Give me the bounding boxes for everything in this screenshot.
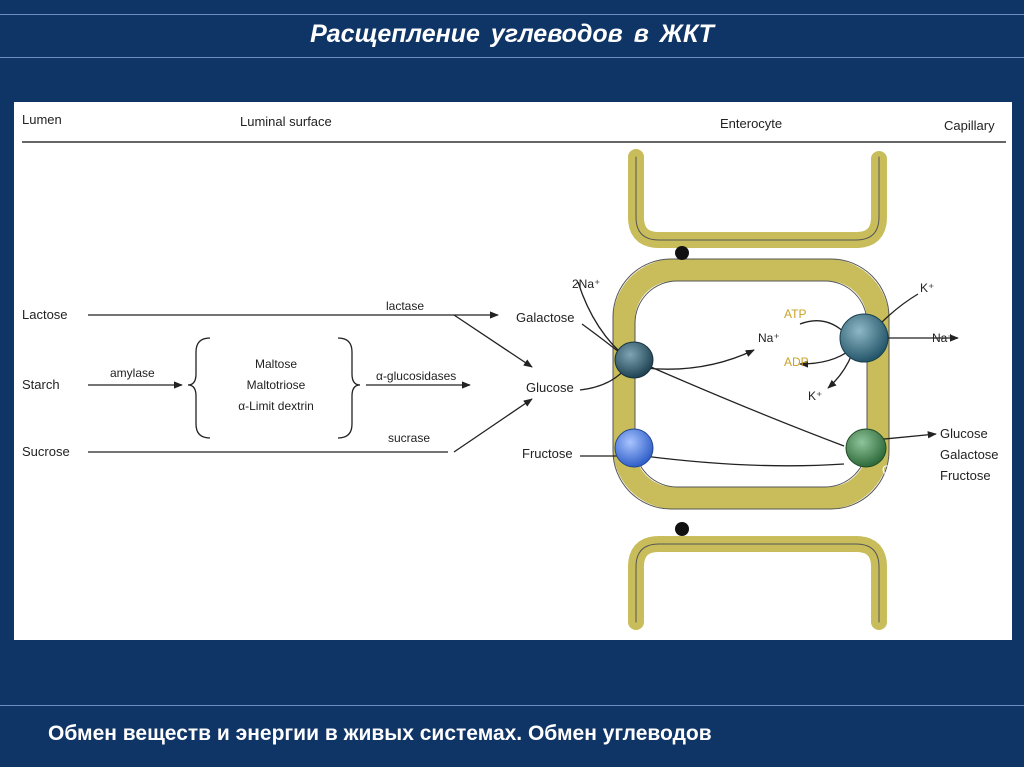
ion-2na: 2Na⁺: [572, 277, 600, 291]
ion-na-out: Na⁺: [932, 331, 954, 345]
adp-label: ADP: [784, 355, 809, 369]
substrate-starch: Starch: [22, 377, 60, 392]
transporter-sglt1-label: SGLT1: [660, 339, 697, 353]
transporter-glut5-label: GLUT5: [660, 431, 699, 445]
slide-title: Расщепление углеводов в ЖКТ: [310, 20, 714, 48]
title-bar: Расщепление углеводов в ЖКТ: [0, 14, 1024, 58]
output-glucose: Glucose: [940, 426, 988, 441]
digestion-diagram: Lumen Luminal surface Enterocyte Capilla…: [22, 112, 1006, 630]
product-fructose: Fructose: [522, 446, 573, 461]
header-lumen: Lumen: [22, 112, 62, 127]
output-fructose: Fructose: [940, 468, 991, 483]
tight-junction-bottom: [675, 522, 689, 536]
reaction-arrows: [88, 311, 533, 453]
intermediate-maltose: Maltose: [255, 357, 297, 371]
substrate-lactose: Lactose: [22, 307, 68, 322]
transporter-glut2-label: GLUT2: [882, 463, 921, 477]
atp-label: ATP: [784, 307, 806, 321]
product-glucose: Glucose: [526, 380, 574, 395]
header-capillary: Capillary: [944, 118, 995, 133]
enzyme-sucrase: sucrase: [388, 431, 430, 445]
glut5-transporter: [614, 428, 654, 468]
intermediate-maltotriose: Maltotriose: [247, 378, 306, 392]
intermediate-limit-dextrin: α-Limit dextrin: [238, 399, 314, 413]
diagram-panel: Lumen Luminal surface Enterocyte Capilla…: [14, 102, 1012, 640]
transport-arrows: [577, 281, 959, 467]
substrate-sucrose: Sucrose: [22, 444, 70, 459]
na-k-pump: [839, 313, 889, 363]
ion-k-out: K⁺: [920, 281, 934, 295]
glut2-transporter: [845, 428, 887, 468]
cell-membranes: [612, 149, 890, 630]
output-galactose: Galactose: [940, 447, 999, 462]
slide-footer: Обмен веществ и энергии в живых системах…: [48, 722, 712, 745]
product-galactose: Galactose: [516, 310, 575, 325]
ion-k-in: K⁺: [808, 389, 822, 403]
enzyme-glucosidases: α-glucosidases: [376, 369, 456, 383]
enzyme-amylase: amylase: [110, 366, 155, 380]
tight-junction-top: [675, 246, 689, 260]
ion-na-in: Na⁺: [758, 331, 780, 345]
footer-divider: [0, 705, 1024, 706]
enzyme-lactase: lactase: [386, 299, 424, 313]
header-luminal-surface: Luminal surface: [240, 114, 332, 129]
header-enterocyte: Enterocyte: [720, 116, 782, 131]
sglt1-transporter: [614, 341, 654, 379]
